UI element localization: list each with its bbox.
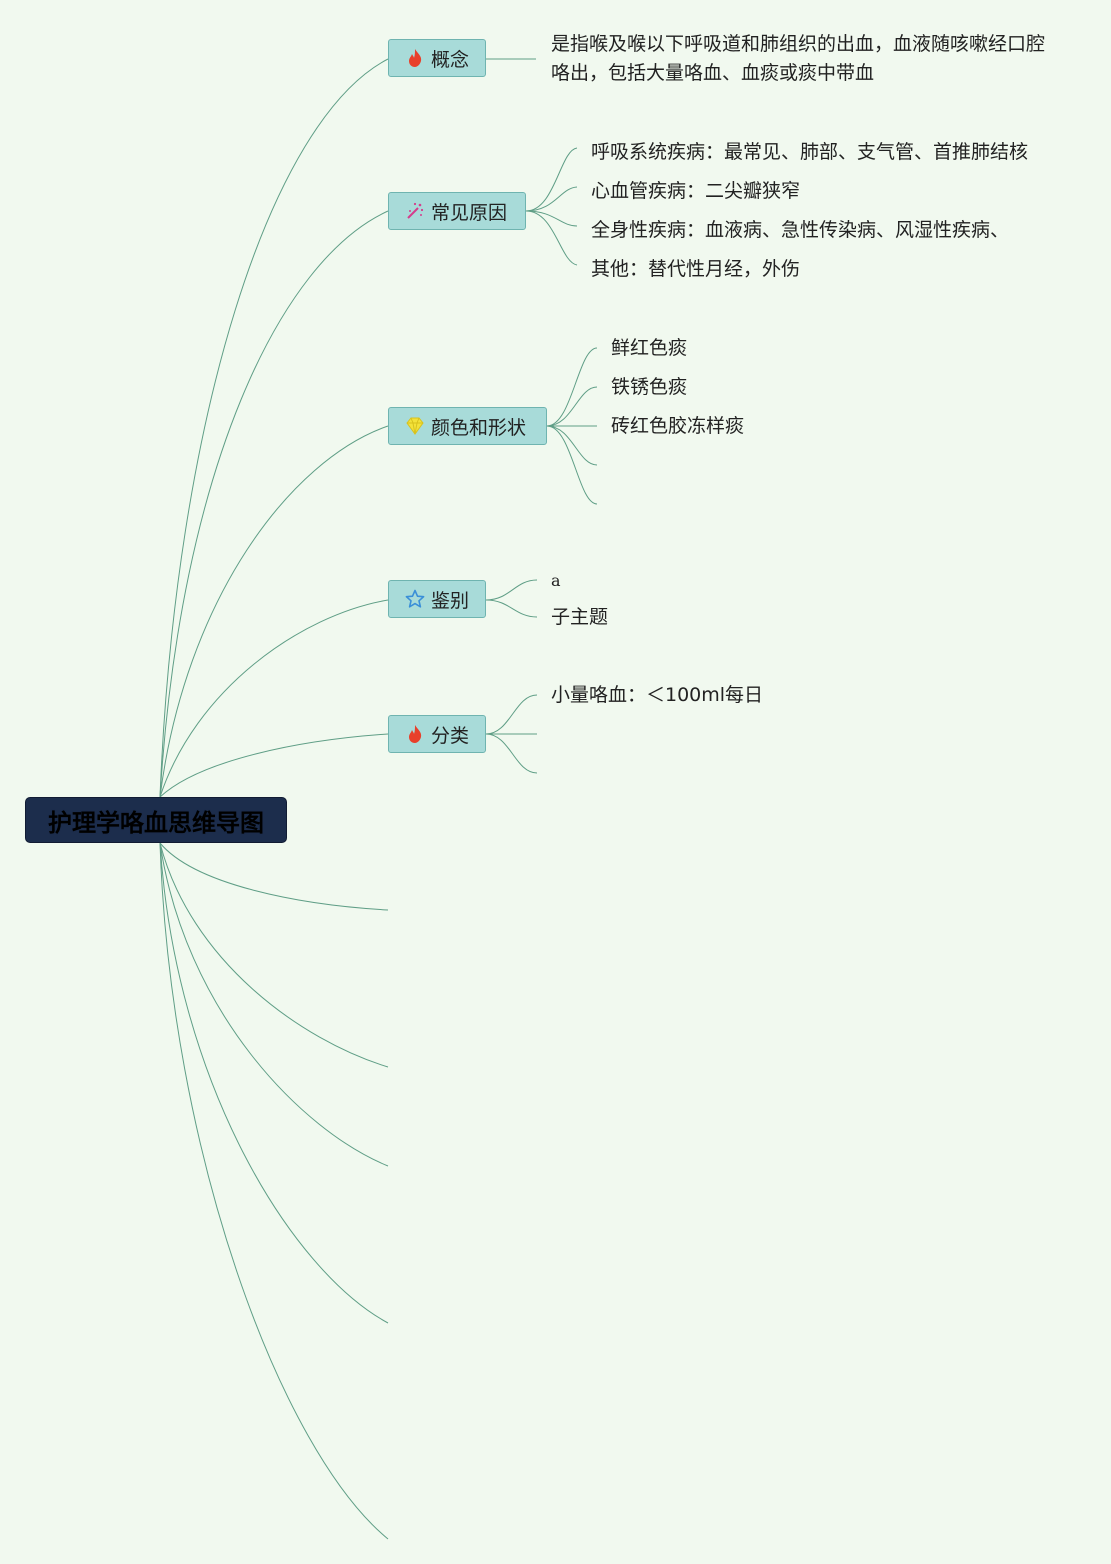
subtopic-a[interactable]: a bbox=[551, 571, 561, 590]
connector-classify-leaf-3 bbox=[485, 733, 538, 774]
subtopic-concept-definition[interactable]: 是指喉及喉以下呼吸道和肺组织的出血，血液随咳嗽经口腔咯出，包括大量咯血、血痰或痰… bbox=[551, 33, 1046, 84]
subtopic-small-hemoptysis[interactable]: 小量咯血：＜100ml每日 bbox=[551, 684, 764, 706]
topic-label: 概念 bbox=[431, 48, 470, 71]
connector-root-empty-5 bbox=[159, 842, 389, 1540]
connector-color-leaf-5 bbox=[546, 425, 598, 505]
topic-label: 鉴别 bbox=[431, 589, 470, 612]
subtopic-brick-red-jelly-sputum[interactable]: 砖红色胶冻样痰 bbox=[611, 415, 745, 437]
topic-common-causes[interactable]: 常见原因 bbox=[388, 192, 526, 230]
root-title: 护理学咯血思维导图 bbox=[48, 808, 264, 837]
subtopic-bright-red-sputum[interactable]: 鲜红色痰 bbox=[611, 337, 688, 359]
topic-color-shape[interactable]: 颜色和形状 bbox=[388, 407, 547, 445]
connector-causes-leaf-3 bbox=[525, 210, 578, 227]
connector-root-empty-1 bbox=[159, 842, 389, 911]
connector-causes-leaf-1 bbox=[525, 147, 578, 212]
connector-root-causes bbox=[159, 210, 389, 798]
diamond-icon bbox=[405, 416, 425, 436]
connector-root-concept bbox=[159, 58, 389, 798]
connector-root-identify bbox=[159, 599, 389, 798]
subtopic-rusty-sputum[interactable]: 铁锈色痰 bbox=[611, 376, 688, 398]
connector-color-leaf-4 bbox=[546, 425, 598, 466]
topic-label: 颜色和形状 bbox=[431, 416, 527, 439]
topic-identification[interactable]: 鉴别 bbox=[388, 580, 486, 618]
connector-causes-leaf-4 bbox=[525, 210, 578, 266]
connector-root-empty-2 bbox=[159, 842, 389, 1068]
magic-wand-icon bbox=[405, 201, 425, 221]
root-topic[interactable]: 护理学咯血思维导图 bbox=[25, 797, 287, 843]
connector-causes-leaf-2 bbox=[525, 186, 578, 212]
connector-root-classify bbox=[159, 733, 389, 798]
subtopic-cause-respiratory[interactable]: 呼吸系统疾病：最常见、肺部、支气管、首推肺结核 bbox=[591, 141, 1029, 163]
connector-color-leaf-1 bbox=[546, 347, 598, 427]
star-icon bbox=[405, 589, 425, 609]
subtopic-cause-systemic[interactable]: 全身性疾病：血液病、急性传染病、风湿性疾病、 bbox=[591, 219, 1010, 241]
fire-icon bbox=[405, 724, 425, 744]
connector-root-color bbox=[159, 425, 389, 798]
fire-icon bbox=[405, 48, 425, 68]
topic-classification[interactable]: 分类 bbox=[388, 715, 486, 753]
topic-label: 常见原因 bbox=[431, 201, 508, 224]
connector-classify-leaf-1 bbox=[485, 694, 538, 735]
connector-identify-leaf-2 bbox=[485, 599, 538, 618]
connector-identify-leaf-1 bbox=[485, 579, 538, 601]
topic-concept[interactable]: 概念 bbox=[388, 39, 486, 77]
subtopic-placeholder[interactable]: 子主题 bbox=[551, 606, 609, 628]
subtopic-cause-other[interactable]: 其他：替代性月经，外伤 bbox=[591, 258, 801, 280]
subtopic-cause-cardiovascular[interactable]: 心血管疾病：二尖瓣狭窄 bbox=[591, 180, 801, 202]
connector-root-empty-4 bbox=[159, 842, 389, 1324]
connector-color-leaf-2 bbox=[546, 386, 598, 427]
topic-label: 分类 bbox=[431, 724, 470, 747]
connector-root-empty-3 bbox=[159, 842, 389, 1167]
